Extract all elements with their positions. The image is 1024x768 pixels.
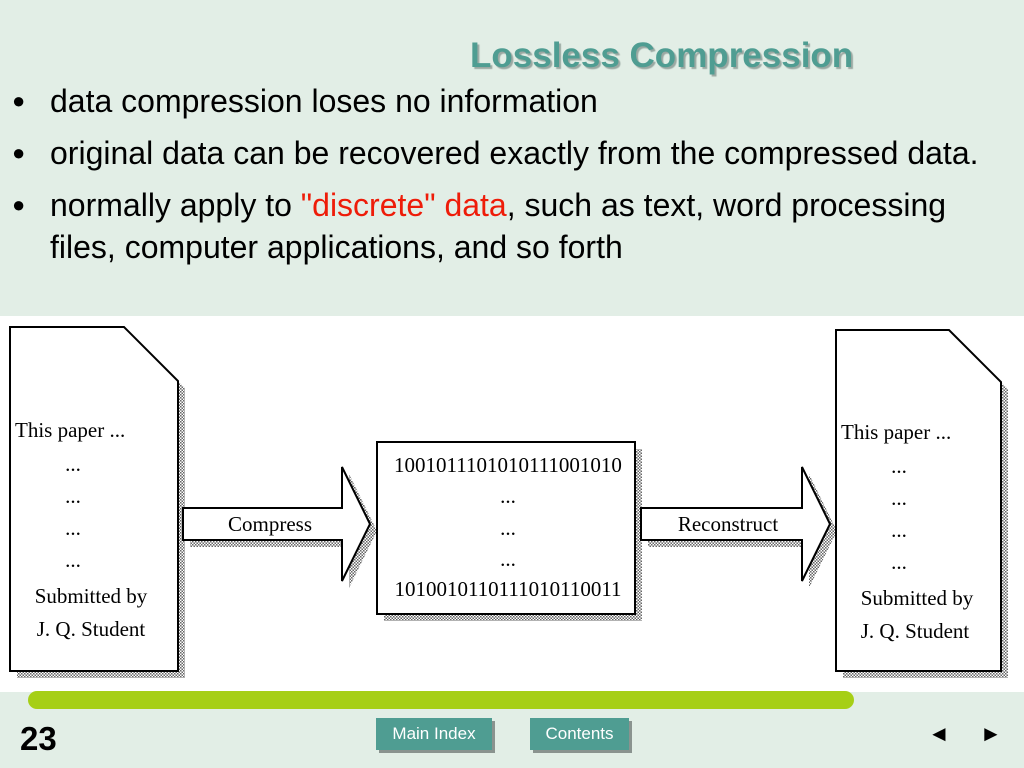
bullet-highlight: "discrete" data: [300, 187, 507, 223]
data-line: ...: [500, 547, 516, 571]
data-line: 1010010110111010110011: [394, 577, 621, 601]
doc-line: ...: [891, 454, 907, 478]
triangle-left-icon[interactable]: ◄: [928, 721, 950, 746]
compression-diagram: This paper ... ... ... ... ... Submitted…: [0, 316, 1024, 692]
doc-line: ...: [65, 516, 81, 540]
page-number: 23: [20, 720, 57, 757]
slide-title: Lossless Compression: [470, 36, 854, 75]
bullet-text: original data can be recovered exactly f…: [50, 135, 979, 171]
bullet-icon: ●: [12, 192, 26, 217]
bullet-item: ● original data can be recovered exactly…: [12, 132, 1012, 174]
bullet-list: ● data compression loses no information …: [12, 80, 1012, 278]
doc-line: ...: [65, 548, 81, 572]
compress-arrow: Compress: [182, 466, 377, 588]
contents-button[interactable]: Contents: [530, 718, 629, 750]
compressed-data-box: 1001011101010111001010 ... ... ... 10100…: [376, 441, 642, 621]
bullet-text-prefix: normally apply to: [50, 187, 301, 223]
compress-label: Compress: [228, 512, 312, 536]
bullet-icon: ●: [12, 140, 26, 165]
progress-bar: [28, 691, 854, 709]
bullet-item: ● data compression loses no information: [12, 80, 1012, 122]
source-document: This paper ... ... ... ... ... Submitted…: [9, 326, 185, 678]
data-line: ...: [500, 484, 516, 508]
doc-line: ...: [891, 550, 907, 574]
data-line: ...: [500, 516, 516, 540]
data-line: 1001011101010111001010: [394, 453, 622, 477]
bullet-text: data compression loses no information: [50, 83, 598, 119]
doc-line: This paper ...: [15, 418, 125, 442]
diagram-svg: This paper ... ... ... ... ... Submitted…: [9, 326, 1008, 678]
reconstruct-label: Reconstruct: [678, 512, 778, 536]
output-document: This paper ... ... ... ... ... Submitted…: [835, 329, 1008, 678]
doc-line: Submitted by: [861, 586, 974, 610]
doc-line: J. Q. Student: [37, 617, 146, 641]
triangle-right-icon[interactable]: ►: [980, 721, 1002, 746]
bullet-text-suffix: , such as text, word processing files, c…: [50, 187, 947, 265]
doc-line: ...: [65, 452, 81, 476]
main-index-button[interactable]: Main Index: [376, 718, 492, 750]
bullet-icon: ●: [12, 88, 26, 113]
doc-line: Submitted by: [35, 584, 148, 608]
bullet-item: ● normally apply to "discrete" data, suc…: [12, 184, 1012, 268]
doc-line: ...: [65, 484, 81, 508]
doc-line: J. Q. Student: [861, 619, 970, 643]
doc-line: ...: [891, 486, 907, 510]
doc-line: ...: [891, 518, 907, 542]
reconstruct-arrow: Reconstruct: [640, 466, 837, 588]
doc-line: This paper ...: [841, 420, 951, 444]
